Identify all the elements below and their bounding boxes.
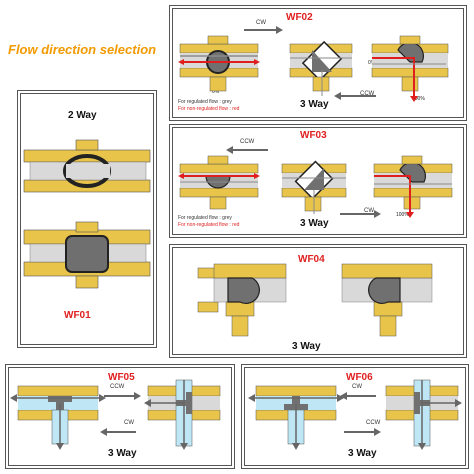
wf06-ccw-label: CCW xyxy=(366,420,381,426)
wf05-ccw-label: CCW xyxy=(110,384,125,390)
wf01-panel xyxy=(17,90,157,348)
wf06-way-label: 3 Way xyxy=(348,448,377,459)
wf06-cw-label: CW xyxy=(352,384,362,390)
wf03-ccw-label: CCW xyxy=(240,139,255,145)
page-title: Flow direction selection xyxy=(8,42,157,57)
wf06-code: WF06 xyxy=(346,372,373,383)
wf02-pct100-b: 100% xyxy=(412,96,425,102)
wf05-code: WF05 xyxy=(108,372,135,383)
wf03-code: WF03 xyxy=(300,130,327,141)
wf02-note-red: For non-regulated flow : red xyxy=(178,106,240,112)
wf02-pct0-a: 0% xyxy=(212,89,220,95)
wf01-code: WF01 xyxy=(64,310,91,321)
wf02-note-grey: For regulated flow : grey xyxy=(178,99,232,105)
wf04-code: WF04 xyxy=(298,254,325,265)
wf03-way-label: 3 Way xyxy=(300,218,329,229)
wf02-ccw-label: CCW xyxy=(360,91,375,97)
wf03-pct100-b: 100% xyxy=(396,212,409,218)
wf02-cw-label: CW xyxy=(256,20,266,26)
wf01-way-label: 2 Way xyxy=(68,110,97,121)
wf02-code: WF02 xyxy=(286,12,313,23)
wf03-note-red: For non-regulated flow : red xyxy=(178,222,240,228)
wf03-cw-label: CW xyxy=(364,208,374,214)
wf02-way-label: 3 Way xyxy=(300,99,329,110)
wf02-pct0-b: 0% xyxy=(368,60,376,66)
wf03-note-grey: For regulated flow : grey xyxy=(178,215,232,221)
wf05-way-label: 3 Way xyxy=(108,448,137,459)
wf05-cw-label: CW xyxy=(124,420,134,426)
wf04-way-label: 3 Way xyxy=(292,341,321,352)
